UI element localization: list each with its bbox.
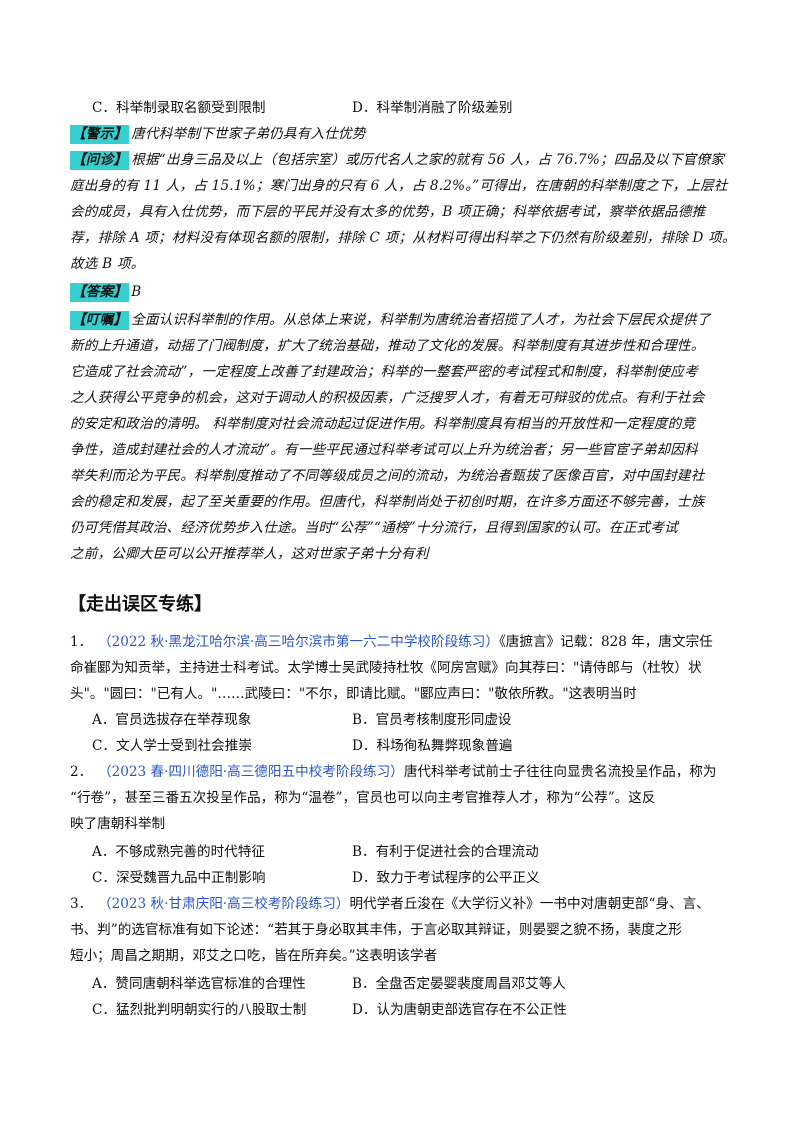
reminder-text: 全面认识科举制的作用。从总体上来说，科举制为唐统治者招揽了人才，为社会下层民众提…	[131, 312, 711, 328]
reminder-line: 【叮嘱】全面认识科举制的作用。从总体上来说，科举制为唐统治者招揽了人才，为社会下…	[70, 308, 740, 333]
question-text: 明代学者丘浚在《大学衍义补》一书中对唐朝吏部“身、言、	[349, 896, 710, 912]
reminder-line: 新的上升通道，动摇了门阀制度，扩大了统治基础，推动了文化的发展。科举制度有其进步…	[70, 338, 705, 354]
q2-option-a: A．不够成熟完善的时代特征	[92, 844, 265, 860]
option-c: C．科举制录取名额受到限制	[92, 100, 266, 116]
hint-text: 唐代科举制下世家子弟仍具有入仕优势	[131, 126, 366, 142]
diagnosis-text: 根据“出身三品及以上（包括宗室）或历代名人之家的就有 56 人，占 76.7%；…	[131, 152, 725, 168]
question-3-line: 3． （2023 秋·甘肃庆阳·高三校考阶段练习）明代学者丘浚在《大学衍义补》一书…	[70, 892, 740, 917]
reminder-line: 之前，公卿大臣可以公开推荐举人，这对世家子弟十分有利	[70, 546, 429, 562]
hint-paragraph: 【警示】唐代科举制下世家子弟仍具有入仕优势	[70, 122, 740, 147]
q3-option-b: B．全盘否定晏婴裴度周昌邓艾等人	[352, 976, 566, 992]
question-3-line: 短小；周昌之期期，邓艾之口吃，皆在所弃矣。”这表明该学者	[70, 948, 438, 964]
question-number: 2．	[70, 764, 93, 780]
question-number: 1．	[70, 634, 93, 650]
reminder-line: 之人获得公平竞争的机会，这对于调动人的积极因素，广泛搜罗人才，有着无可辩驳的优点…	[70, 390, 705, 406]
q2-option-c: C．深受魏晋九品中正制影响	[92, 870, 266, 886]
question-3-line: 书、判”的选官标准有如下论述：“若其于身必取其丰伟，于言必取其辩证，则晏婴之貌不…	[70, 922, 683, 938]
question-number: 3．	[70, 896, 93, 912]
q3-option-a: A．赞同唐朝科举选官标准的合理性	[92, 976, 306, 992]
reminder-line: 举失利而沦为平民。科举制度推动了不同等级成员之间的流动，为统治者甄拔了医像百官，…	[70, 468, 705, 484]
diagnosis-tag: 【问诊】	[70, 151, 130, 170]
question-source: （2023 秋·甘肃庆阳·高三校考阶段练习）	[98, 896, 350, 912]
answer-text: B	[131, 284, 142, 300]
question-1-line: 命崔郾为知贡举，主持进士科考试。太学博士吴武陵持杜牧《阿房宫赋》向其荐曰："请侍…	[70, 660, 702, 676]
section-title: 【走出误区专练】	[68, 594, 212, 615]
reminder-line: 的安定和政治的清明。 科举制度对社会流动起过促进作用。科举制度具有相当的开放性和…	[70, 416, 696, 432]
question-2-line: 2． （2023 春·四川德阳·高三德阳五中校考阶段练习）唐代科举考试前士子往往向…	[70, 760, 740, 785]
diagnosis-line: 荐，排除 A 项；材料没有体现名额的限制，排除 C 项；从材料可得出科举之下仍然…	[70, 230, 736, 246]
option-d: D．科举制消融了阶级差别	[352, 100, 513, 116]
diagnosis-line: 庭出身的有 11 人，占 15.1%；寒门出身的只有 6 人，占 8.2%。”可…	[70, 178, 728, 194]
hint-tag: 【警示】	[70, 125, 130, 144]
q1-option-b: B．官员考核制度形同虚设	[352, 712, 512, 728]
question-2-line: 映了唐朝科举制	[70, 816, 166, 832]
answer-tag: 【答案】	[70, 283, 130, 302]
q3-option-d: D．认为唐朝吏部选官存在不公正性	[352, 1002, 567, 1018]
question-text: 《唐摭言》记载：828 年，唐文宗任	[499, 634, 713, 650]
q1-option-a: A．官员选拔存在举荐现象	[92, 712, 252, 728]
diagnosis-line: 会的成员，具有入仕优势，而下层的平民并没有太多的优势，B 项正确；科举依据考试，…	[70, 204, 706, 220]
answer-paragraph: 【答案】B	[70, 280, 740, 305]
question-source: （2022 秋·黑龙江哈尔滨·高三哈尔滨市第一六二中学校阶段练习）	[98, 634, 499, 650]
reminder-tag: 【叮嘱】	[70, 311, 130, 330]
q2-option-b: B．有利于促进社会的合理流动	[352, 844, 539, 860]
diagnosis-line: 【问诊】根据“出身三品及以上（包括宗室）或历代名人之家的就有 56 人，占 76…	[70, 148, 740, 173]
reminder-line: 仍可凭借其政治、经济优势步入仕途。当时“公荐”“通榜”十分流行，且得到国家的认可…	[70, 520, 678, 536]
diagnosis-line: 故选 B 项。	[70, 256, 145, 272]
question-source: （2023 春·四川德阳·高三德阳五中校考阶段练习）	[98, 764, 404, 780]
q3-option-c: C．猛烈批判明朝实行的八股取士制	[92, 1002, 307, 1018]
reminder-line: 它造成了社会流动”，一定程度上改善了封建政治；科举的一整套严密的考试程式和制度，…	[70, 364, 698, 380]
reminder-line: 争性，造成封建社会的人才流动”。有一些平民通过科举考试可以上升为统治者；另一些官…	[70, 442, 698, 458]
question-1-line: 1． （2022 秋·黑龙江哈尔滨·高三哈尔滨市第一六二中学校阶段练习）《唐摭言》…	[70, 630, 740, 655]
reminder-line: 会的稳定和发展，起了至关重要的作用。但唐代，科举制尚处于初创时期，在许多方面还不…	[70, 494, 705, 510]
question-1-line: 头"。"圆曰："已有人。"……武陵曰："不尔，即请比赋。"郾应声曰："敬依所教。…	[70, 686, 637, 702]
question-text: 唐代科举考试前士子往往向显贵名流投呈作品，称为	[403, 764, 717, 780]
q1-option-c: C．文人学士受到社会推崇	[92, 738, 252, 754]
q2-option-d: D．致力于考试程序的公平正义	[352, 870, 540, 886]
question-2-line: “行卷”，甚至三番五次投呈作品，称为“温卷”，官员也可以向主考官推荐人才，称为“…	[70, 790, 656, 806]
q1-option-d: D．科场徇私舞弊现象普遍	[352, 738, 513, 754]
